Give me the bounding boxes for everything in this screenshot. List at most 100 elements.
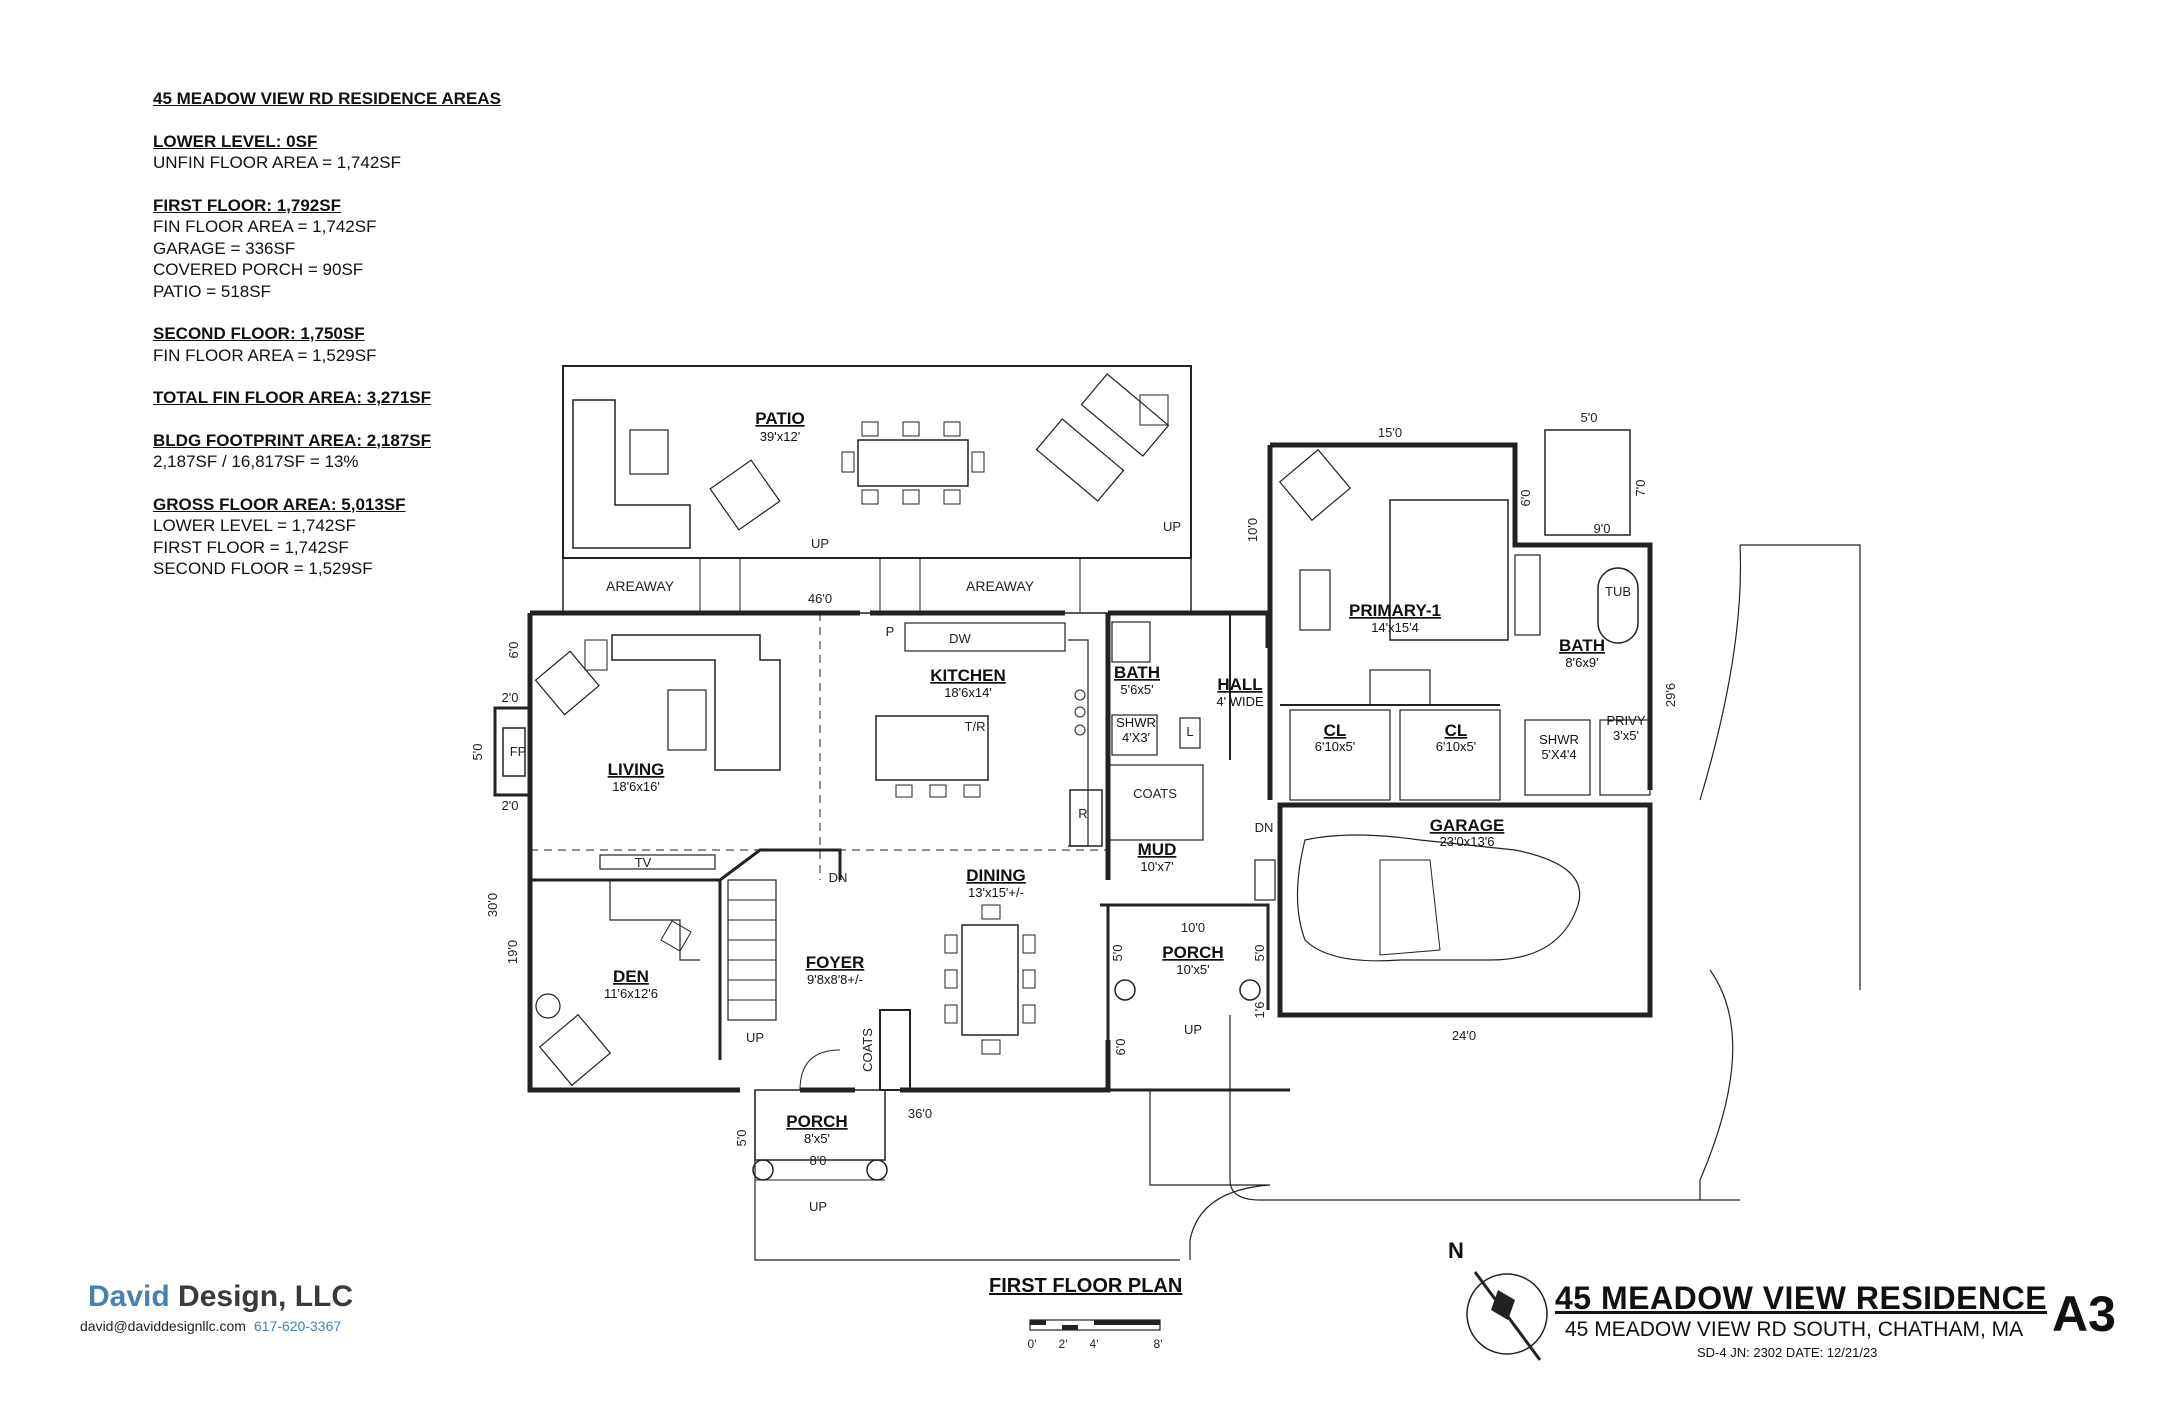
patio-outline (562, 365, 1192, 559)
dim-label: 29'6 (1663, 683, 1678, 707)
l-label: L (1186, 724, 1193, 739)
refrigerator (1069, 789, 1103, 847)
living-sofa (611, 634, 781, 771)
room-name: LIVING (608, 760, 665, 779)
dim-label: 7'0 (1633, 480, 1648, 497)
up-label: UP (1184, 1022, 1202, 1037)
room-name: BATH (1114, 663, 1160, 682)
room-dim: 5'6x5' (1120, 682, 1153, 697)
area-block-gross: GROSS FLOOR AREA: 5,013SF LOWER LEVEL = … (153, 494, 501, 580)
dim-label: 2'0 (502, 690, 519, 705)
coats-closet (1107, 764, 1204, 841)
area-block-second: SECOND FLOOR: 1,750SF FIN FLOOR AREA = 1… (153, 323, 501, 366)
kitchen-island (875, 715, 989, 781)
contact-phone[interactable]: 617-620-3367 (253, 1318, 342, 1334)
dim-label: 46'0 (808, 591, 832, 606)
lounge-chair (1080, 373, 1170, 457)
area-line: FIRST FLOOR = 1,742SF (153, 537, 349, 557)
dw-label: DW (949, 631, 971, 646)
area-head: GROSS FLOOR AREA: 5,013SF (153, 494, 406, 514)
scale-label: 2' (1059, 1337, 1068, 1351)
room-name: PATIO (755, 409, 804, 428)
plan-title: FIRST FLOOR PLAN (989, 1275, 1183, 1297)
primary-wall (1270, 442, 1653, 790)
area-line: COVERED PORCH = 90SF (153, 260, 364, 279)
tv-label: TV (635, 855, 652, 870)
room-dim: 14'x15'4 (1371, 620, 1419, 635)
area-summary: 45 MEADOW VIEW RD RESIDENCE AREAS LOWER … (153, 88, 501, 601)
privy (1599, 719, 1651, 796)
area-line: FIN FLOOR AREA = 1,742SF (153, 217, 377, 236)
dim-label: 10'0 (1245, 518, 1260, 542)
dim-label: 6'0 (506, 642, 521, 659)
dim-label: 5'0 (470, 744, 485, 761)
dim-label: 5'0 (1581, 410, 1598, 425)
sheet-number: A3 (2052, 1286, 2116, 1342)
tub (1597, 567, 1639, 644)
contact-info: david@daviddesignllc.com 617-620-3367 (80, 1318, 341, 1334)
room-dim: 4'X3' (1122, 730, 1150, 745)
room-dim: 5'X4'4 (1541, 747, 1576, 762)
area-line: GARAGE = 336SF (153, 238, 296, 258)
area-summary-title: 45 MEADOW VIEW RD RESIDENCE AREAS (153, 89, 501, 108)
room-dim: 39'x12' (760, 429, 800, 444)
dim-label: 2'0 (502, 798, 519, 813)
coats-label: COATS (1133, 786, 1177, 801)
dim-label: 9'0 (1594, 521, 1611, 536)
area-line: SECOND FLOOR = 1,529SF (153, 559, 373, 578)
up-label: UP (1163, 519, 1181, 534)
dim-label: 6'0 (1518, 490, 1533, 507)
area-head: FIRST FLOOR: 1,792SF (153, 195, 341, 215)
up-label: UP (746, 1030, 764, 1045)
fp-label: FP (510, 744, 527, 759)
area-block-total: TOTAL FIN FLOOR AREA: 3,271SF (153, 387, 501, 409)
area-head: SECOND FLOOR: 1,750SF (153, 324, 365, 343)
dim-label: 15'0 (1378, 425, 1402, 440)
house-wall (527, 613, 740, 1093)
r-label: R (1078, 806, 1087, 821)
area-line: 2,187SF / 16,817SF = 13% (153, 452, 359, 471)
garage-outline (1277, 802, 1653, 1018)
room-name: PRIVY (1606, 713, 1645, 728)
kitchen-counter (904, 622, 1066, 652)
area-block-lower: LOWER LEVEL: 0SF UNFIN FLOOR AREA = 1,74… (153, 131, 501, 174)
up-label: UP (809, 1199, 827, 1214)
room-dim: 8'6x9' (1565, 655, 1598, 670)
room-dim: 10'x5' (1176, 962, 1209, 977)
room-dim: 23'0x13'6 (1440, 834, 1495, 849)
scale-label: 4' (1090, 1337, 1099, 1351)
area-block-footprint: BLDG FOOTPRINT AREA: 2,187SF 2,187SF / 1… (153, 430, 501, 473)
patio-chair (709, 459, 781, 531)
dim-label: 8'0 (810, 1153, 827, 1168)
room-dim: 18'6x14' (944, 685, 992, 700)
brand-rest: Design, LLC (169, 1280, 354, 1313)
room-name: MUD (1138, 840, 1177, 859)
closet-1 (1289, 709, 1391, 801)
area-head: BLDG FOOTPRINT AREA: 2,187SF (153, 430, 432, 450)
tv (599, 854, 716, 870)
area-head: TOTAL FIN FLOOR AREA: 3,271SF (153, 388, 432, 407)
areaway-label: AREAWAY (966, 578, 1035, 594)
brand-first: David (88, 1280, 170, 1313)
area-head: LOWER LEVEL: 0SF (153, 131, 318, 151)
p-label: P (886, 624, 895, 639)
contact-email[interactable]: david@daviddesignllc.com (80, 1318, 246, 1334)
dn-label: DN (1255, 820, 1274, 835)
tub-label: TUB (1605, 584, 1631, 599)
room-name: SHWR (1539, 732, 1579, 747)
room-dim: 13'x15'+/- (968, 885, 1024, 900)
north-label: N (1448, 1238, 1464, 1263)
room-name: BATH (1559, 636, 1605, 655)
closet-2 (1399, 709, 1501, 801)
project-address: 45 MEADOW VIEW RD SOUTH, CHATHAM, MA (1565, 1318, 2024, 1341)
area-line: LOWER LEVEL = 1,742SF (153, 516, 356, 535)
patio-table (857, 439, 969, 487)
room-dim: 10'x7' (1140, 859, 1173, 874)
room-dim: 11'6x12'6 (604, 986, 658, 1001)
room-name: CL (1324, 721, 1347, 740)
coats-label: COATS (860, 1028, 875, 1072)
up-label: UP (811, 536, 829, 551)
room-name: CL (1445, 721, 1468, 740)
area-line: PATIO = 518SF (153, 281, 271, 301)
